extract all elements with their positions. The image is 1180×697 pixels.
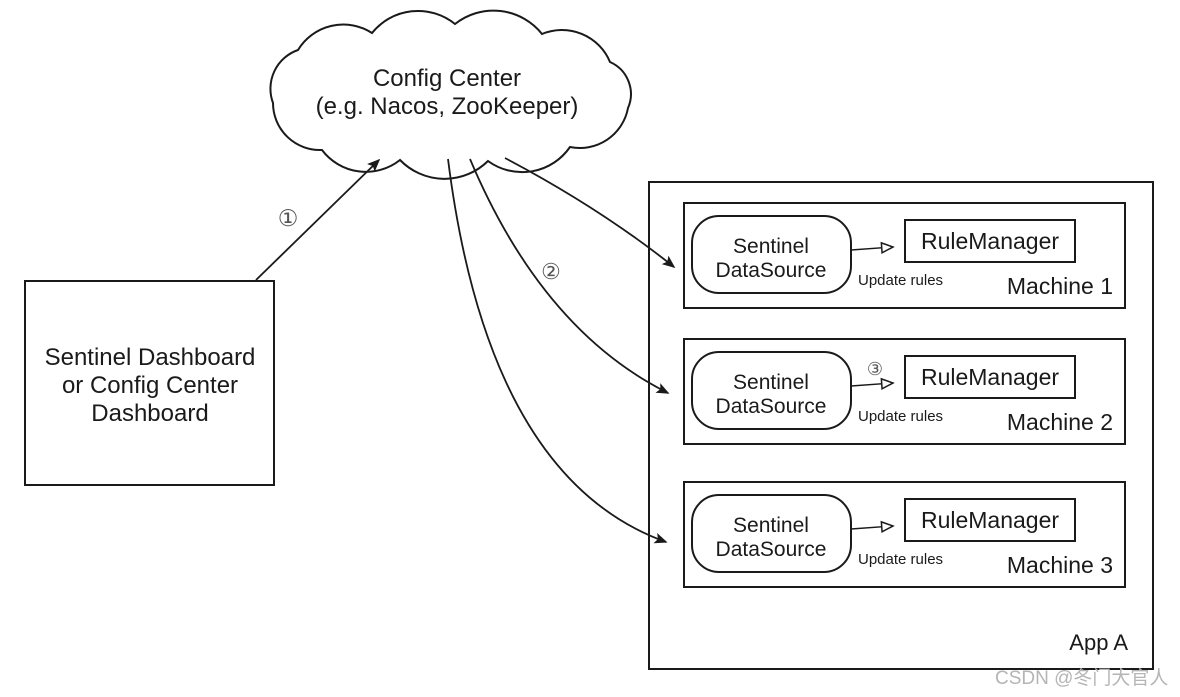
machine-1-update-rules-label: Update rules	[858, 272, 943, 289]
machine-2-name-label: Machine 2	[1007, 409, 1113, 435]
machine-1-rulemanager-label: RuleManager	[921, 228, 1059, 254]
machine-3-update-rules-label: Update rules	[858, 551, 943, 568]
machine-2-group: Sentinel DataSource Update rules RuleMan…	[683, 338, 1126, 445]
machine-2-sentinel-datasource-shape	[691, 351, 852, 430]
arrow-cloud-to-machine-1	[504, 157, 676, 269]
machine-3-datasource-label-line1: Sentinel	[733, 514, 809, 537]
arrow-dashboard-to-cloud	[255, 158, 381, 281]
machine-1-datasource-label-line2: DataSource	[716, 259, 827, 282]
machine-3-rulemanager-label: RuleManager	[921, 507, 1059, 533]
machine-2-datasource-to-rulemanager-arrow	[850, 383, 893, 386]
app-a-rect	[648, 181, 1154, 670]
machine-1-sentinel-datasource-shape	[691, 215, 852, 294]
dashboard-label-line1: Sentinel Dashboard	[45, 344, 256, 371]
machine-3-rulemanager-box	[904, 498, 1076, 542]
machine-1-box	[683, 202, 1126, 309]
arrow-cloud-to-machine-3	[447, 158, 668, 544]
machine-2-rulemanager-box	[904, 355, 1076, 399]
step1-label: ①	[278, 205, 299, 231]
machine-3-datasource-to-rulemanager-arrow	[850, 526, 893, 529]
watermark-text: CSDN @冬门大官人	[995, 667, 1168, 689]
machine-1-name-label: Machine 1	[1007, 273, 1113, 299]
machine-1-datasource-to-rulemanager-arrow	[850, 247, 893, 250]
machine-3-name-label: Machine 3	[1007, 552, 1113, 578]
cloud-shape	[269, 9, 632, 180]
dashboard-label-line3: Dashboard	[91, 400, 208, 427]
machine-2-box	[683, 338, 1126, 445]
watermark-shadow-text: CSDN @冬门大官人	[997, 669, 1170, 691]
machine-3-sentinel-datasource-shape	[691, 494, 852, 573]
machine-2-update-rules-label: Update rules	[858, 408, 943, 425]
machine-2-datasource-label-line2: DataSource	[716, 395, 827, 418]
dashboard-rect	[24, 280, 275, 486]
machine-1-group: Sentinel DataSource Update rules RuleMan…	[683, 202, 1126, 309]
step3-label: ③	[867, 359, 883, 379]
cloud-title-line1: Config Center	[373, 65, 521, 92]
machine-3-group: Sentinel DataSource Update rules RuleMan…	[683, 481, 1126, 588]
dashboard-box: Sentinel Dashboard or Config Center Dash…	[24, 280, 275, 486]
config-center-cloud: Config Center (e.g. Nacos, ZooKeeper)	[269, 9, 632, 180]
app-a-label: App A	[1069, 630, 1128, 655]
step2-label: ②	[541, 259, 561, 284]
watermark: CSDN @冬门大官人 CSDN @冬门大官人	[995, 667, 1170, 691]
app-a-container: App A	[648, 181, 1154, 670]
machine-1-rulemanager-box	[904, 219, 1076, 263]
machine-1-datasource-label-line1: Sentinel	[733, 235, 809, 258]
machine-3-box	[683, 481, 1126, 588]
machine-2-rulemanager-label: RuleManager	[921, 364, 1059, 390]
machine-2-datasource-label-line1: Sentinel	[733, 371, 809, 394]
cloud-title-line2: (e.g. Nacos, ZooKeeper)	[316, 93, 579, 120]
machine-3-datasource-label-line2: DataSource	[716, 538, 827, 561]
dashboard-label-line2: or Config Center	[62, 372, 238, 399]
arrow-cloud-to-machine-2	[469, 158, 670, 394]
